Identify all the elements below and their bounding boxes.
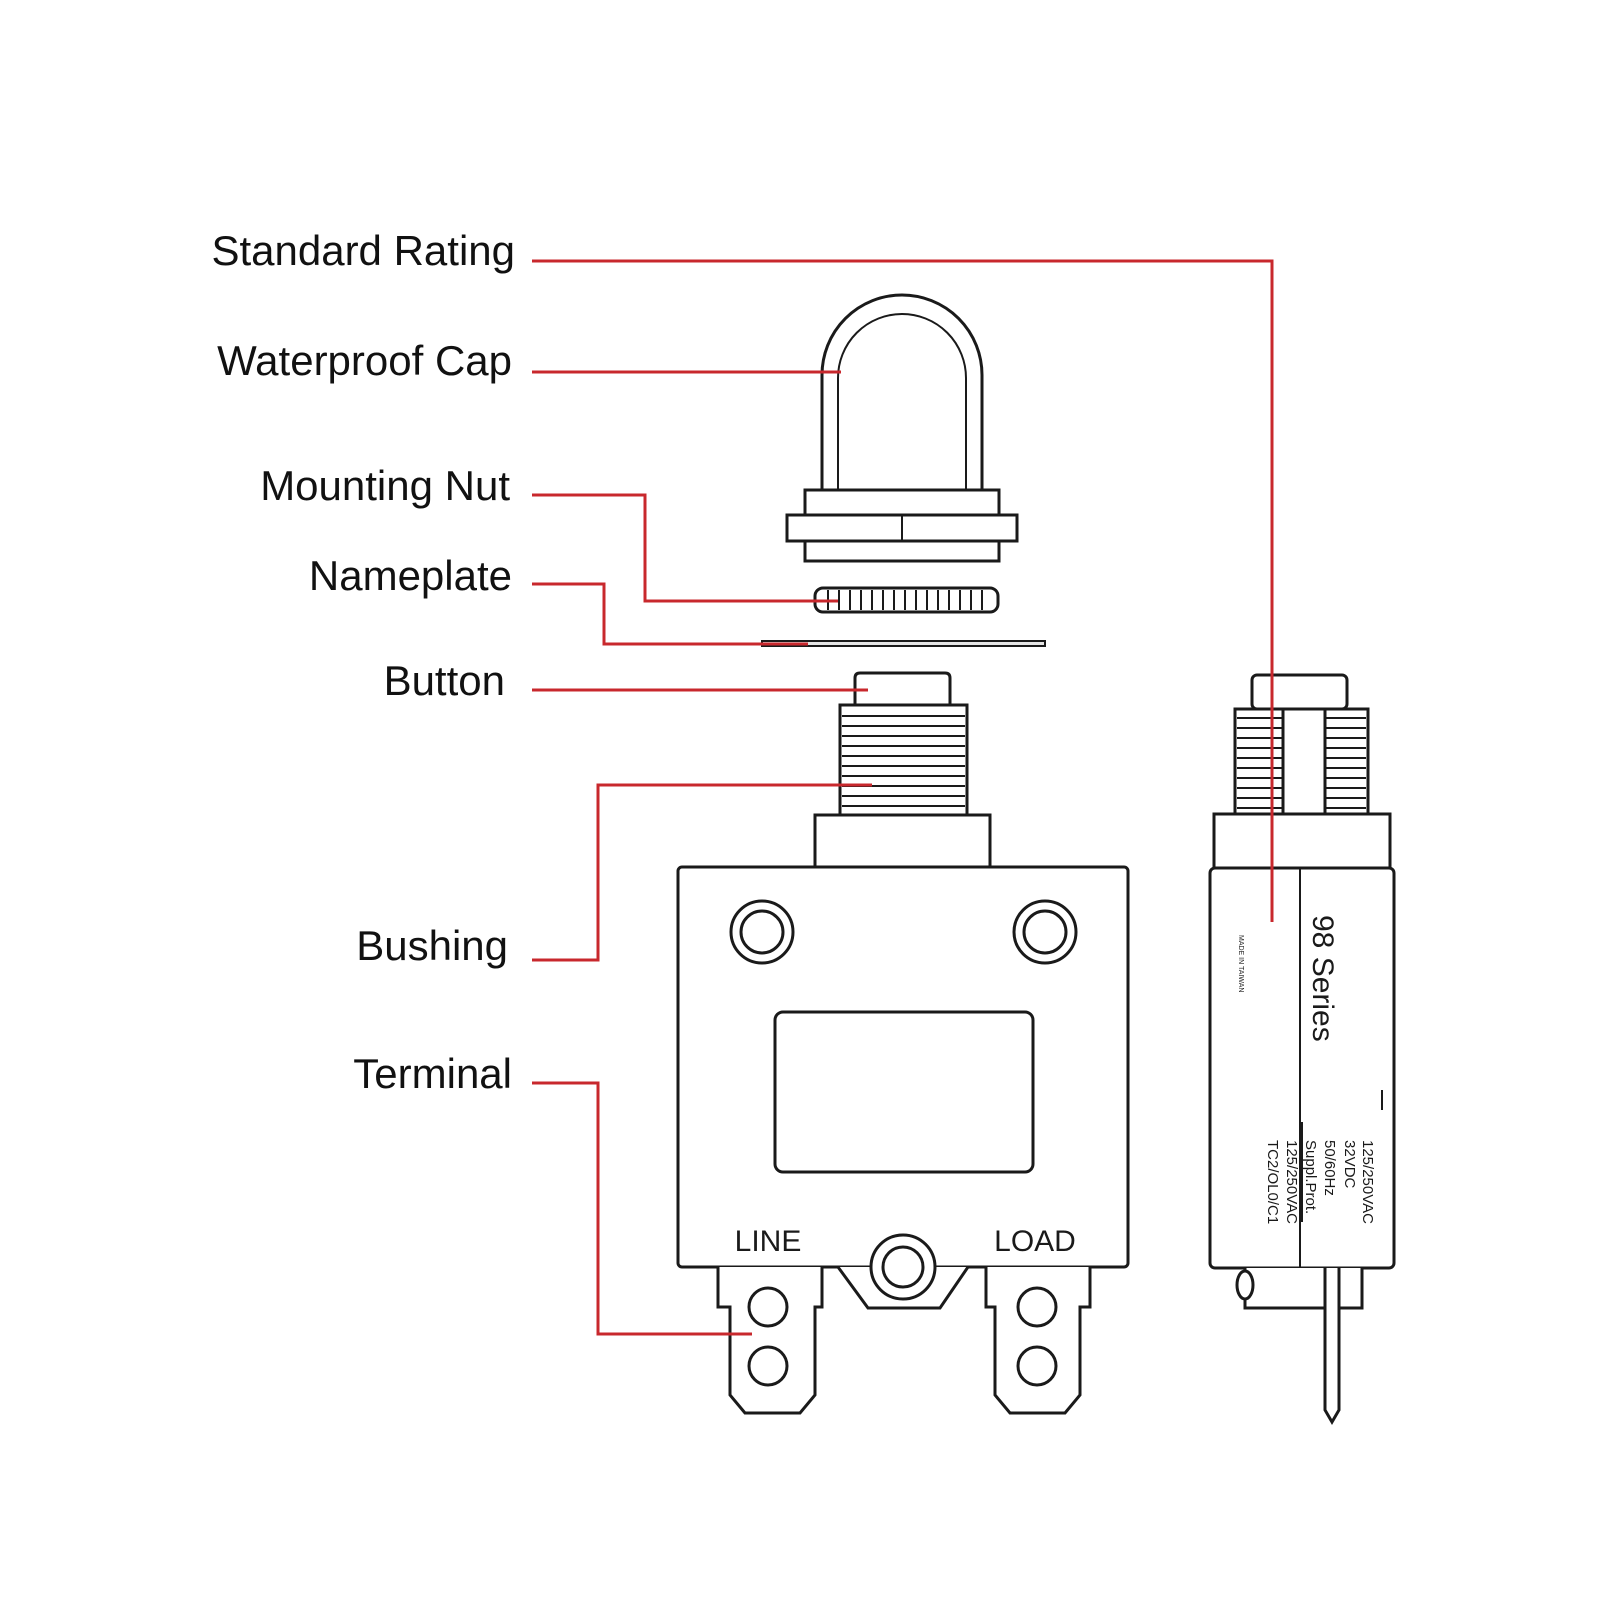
rating-line: Suppl.Prot.	[1302, 1140, 1319, 1214]
terminal-load-hole-top	[1016, 1286, 1058, 1328]
rating-line: 125/250VAC	[1359, 1140, 1376, 1224]
label-mounting-nut: Mounting Nut	[260, 462, 510, 509]
breaker-front-view: LINE LOAD	[676, 671, 1130, 1415]
waterproof-cap	[785, 293, 1019, 563]
rating-line: TC2/OL0/C1	[1264, 1140, 1281, 1224]
bushing	[838, 703, 969, 817]
series-label: 98 Series	[1306, 915, 1339, 1042]
leader-standard-rating	[532, 259, 1274, 922]
label-button: Button	[384, 657, 505, 704]
leader-terminal	[532, 1081, 752, 1336]
leader-mounting-nut	[532, 493, 838, 603]
terminal-load-hole-bottom	[1016, 1345, 1058, 1387]
label-window	[773, 1010, 1035, 1174]
label-waterproof-cap: Waterproof Cap	[217, 337, 512, 384]
leader-bushing	[532, 783, 872, 962]
label-standard-rating: Standard Rating	[211, 227, 515, 274]
leader-lines	[532, 259, 1274, 1336]
terminal-load	[984, 1267, 1092, 1415]
rating-line: 125/250VAC	[1283, 1140, 1300, 1224]
made-in-label: MADE IN TAIWAN	[1237, 935, 1244, 992]
leader-nameplate	[532, 582, 808, 646]
button	[853, 671, 952, 705]
terminal-line-hole-bottom	[747, 1345, 789, 1387]
mounting-nut	[813, 586, 1000, 614]
rating-line: 50/60Hz	[1321, 1140, 1338, 1196]
label-nameplate: Nameplate	[309, 552, 512, 599]
label-terminal: Terminal	[353, 1050, 512, 1097]
rating-line: 32VDC	[1341, 1140, 1358, 1189]
rating-block: 125/250VAC 32VDC 50/60Hz Suppl.Prot. 125…	[1264, 1140, 1376, 1224]
label-bushing: Bushing	[356, 922, 508, 969]
terminal-line	[716, 1267, 824, 1415]
breaker-side-view: 98 Series MADE IN TAIWAN 125/250VAC 32VD…	[1208, 673, 1396, 1425]
load-label: LOAD	[994, 1225, 1076, 1258]
line-label: LINE	[735, 1225, 802, 1258]
terminal-line-hole-top	[747, 1286, 789, 1328]
